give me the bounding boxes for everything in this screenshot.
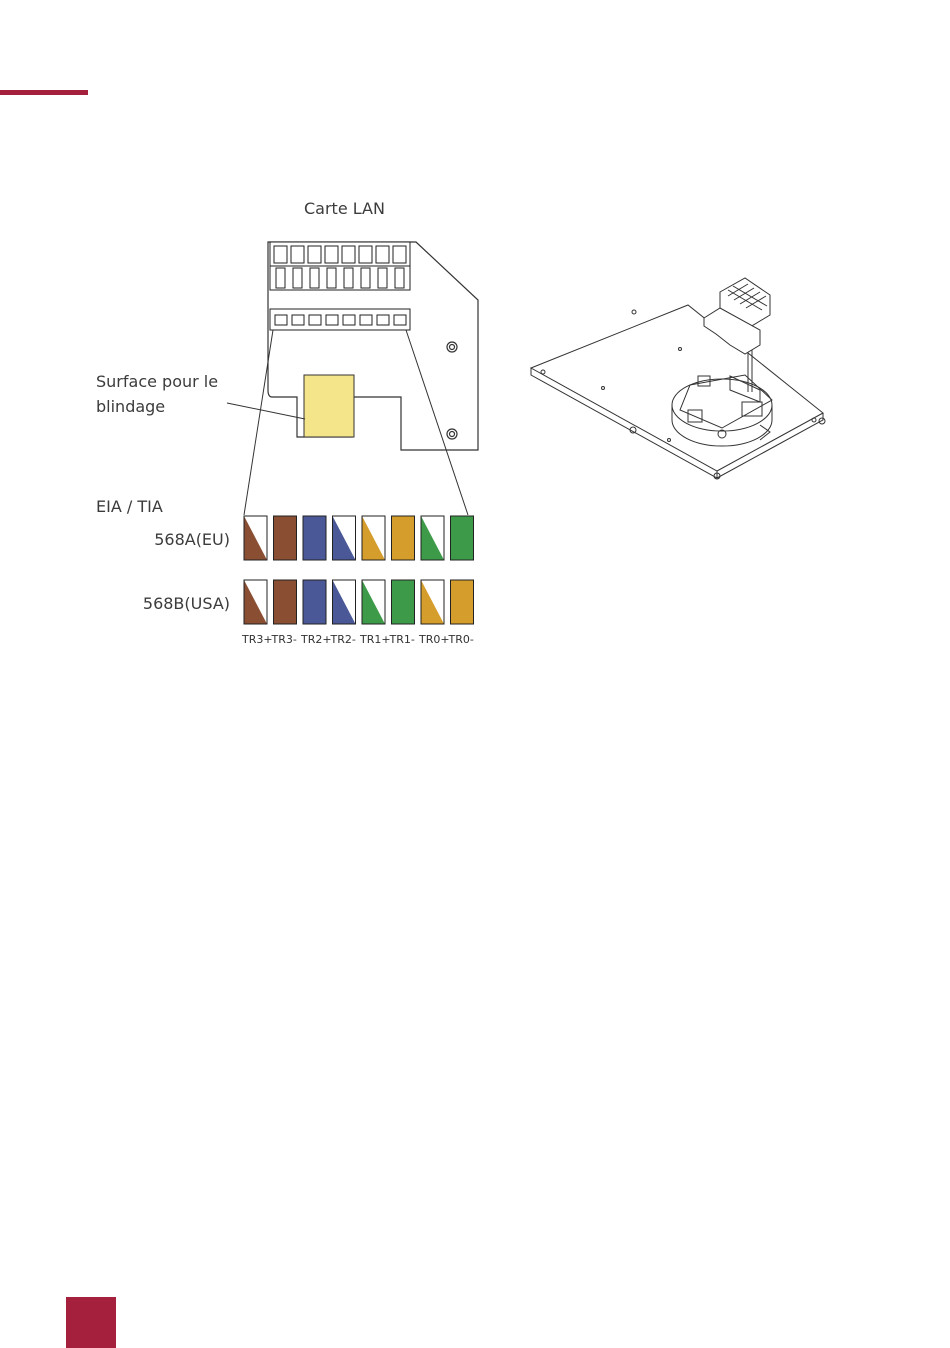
wire-swatch-568a-8: [451, 516, 474, 560]
terminal-screw: [325, 246, 338, 263]
terminal-screw: [291, 246, 304, 263]
terminal-pin: [309, 315, 321, 325]
terminal-screw: [359, 246, 372, 263]
wire-swatch-568b-8: [451, 580, 474, 624]
wire-swatches: [244, 516, 474, 624]
pin-labels: TR3+TR3-TR2+TR2-TR1+TR1-TR0+TR0-: [241, 633, 474, 646]
terminal-clamp: [344, 268, 353, 288]
fan-line-right: [406, 330, 468, 515]
wire-swatch-568a-7: [421, 516, 444, 560]
terminal-screw: [274, 246, 287, 263]
terminal-clamp: [395, 268, 404, 288]
wire-swatch-568b-1: [244, 580, 267, 624]
pin-label: TR3-: [271, 633, 297, 646]
wire-swatch-568b-5: [362, 580, 385, 624]
wire-swatch-568b-2: [274, 580, 297, 624]
wire-swatch-568a-2: [274, 516, 297, 560]
terminal-pin: [360, 315, 372, 325]
device-isometric-drawing: [531, 278, 825, 479]
shield-surface: [304, 375, 354, 437]
wire-swatch-568a-4: [333, 516, 356, 560]
terminal-clamp: [293, 268, 302, 288]
terminal-screw: [393, 246, 406, 263]
terminal-pin: [377, 315, 389, 325]
pin-label: TR1+: [359, 633, 391, 646]
terminal-screw: [308, 246, 321, 263]
terminal-clamp: [327, 268, 336, 288]
terminal-clamp: [310, 268, 319, 288]
wire-swatch-568b-7: [421, 580, 444, 624]
pin-label: TR3+: [241, 633, 273, 646]
terminal-clamp: [276, 268, 285, 288]
terminal-clamp: [361, 268, 370, 288]
pin-label: TR0-: [448, 633, 474, 646]
wire-swatch-568a-1: [244, 516, 267, 560]
terminal-block: [270, 242, 410, 330]
shield-leader-line: [227, 403, 305, 419]
terminal-pin: [394, 315, 406, 325]
terminal-pin: [275, 315, 287, 325]
terminal-pin: [292, 315, 304, 325]
terminal-screw: [342, 246, 355, 263]
wire-swatch-568b-6: [392, 580, 415, 624]
pin-label: TR0+: [418, 633, 450, 646]
wire-swatch-568b-4: [333, 580, 356, 624]
terminal-clamp: [378, 268, 387, 288]
wire-swatch-568b-3: [303, 580, 326, 624]
pin-label: TR2-: [330, 633, 356, 646]
terminal-pin: [326, 315, 338, 325]
pin-label: TR2+: [300, 633, 332, 646]
wire-swatch-568a-3: [303, 516, 326, 560]
fan-line-left: [244, 330, 273, 515]
wire-swatch-568a-5: [362, 516, 385, 560]
pin-label: TR1-: [389, 633, 415, 646]
wire-swatch-568a-6: [392, 516, 415, 560]
terminal-screw: [376, 246, 389, 263]
terminal-pin: [343, 315, 355, 325]
